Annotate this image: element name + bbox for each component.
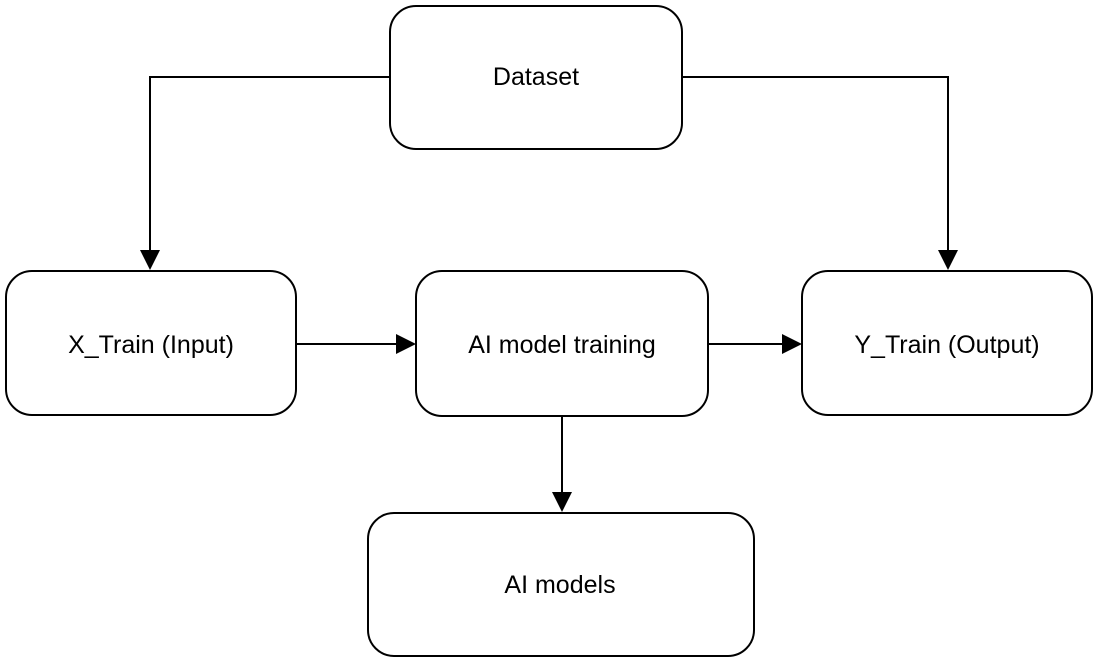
arrowhead: [782, 334, 802, 354]
node-x-train-label: X_Train (Input): [68, 331, 234, 359]
edge-training-to-y-train: [708, 334, 802, 354]
node-y-train: Y_Train (Output): [801, 270, 1093, 416]
node-training: AI model training: [415, 270, 709, 417]
arrowhead: [396, 334, 416, 354]
node-y-train-label: Y_Train (Output): [854, 331, 1039, 359]
node-models: AI models: [367, 512, 755, 657]
arrowhead: [552, 492, 572, 512]
edge-x-train-to-training: [296, 334, 416, 354]
edge-dataset-to-y-train: [682, 76, 958, 270]
node-models-box: [367, 512, 755, 657]
arrowhead: [140, 250, 160, 270]
node-training-label: AI model training: [468, 331, 656, 359]
node-x-train-box: [5, 270, 297, 416]
arrowhead: [938, 250, 958, 270]
node-dataset: Dataset: [389, 5, 683, 150]
node-models-label: AI models: [504, 571, 615, 599]
edge-dataset-to-x-train: [140, 76, 390, 270]
edges: [140, 76, 958, 512]
node-training-box: [415, 270, 709, 417]
node-y-train-box: [801, 270, 1093, 416]
node-dataset-label: Dataset: [493, 63, 579, 91]
edge-training-to-models: [552, 416, 572, 512]
node-dataset-box: [389, 5, 683, 150]
node-x-train: X_Train (Input): [5, 270, 297, 416]
